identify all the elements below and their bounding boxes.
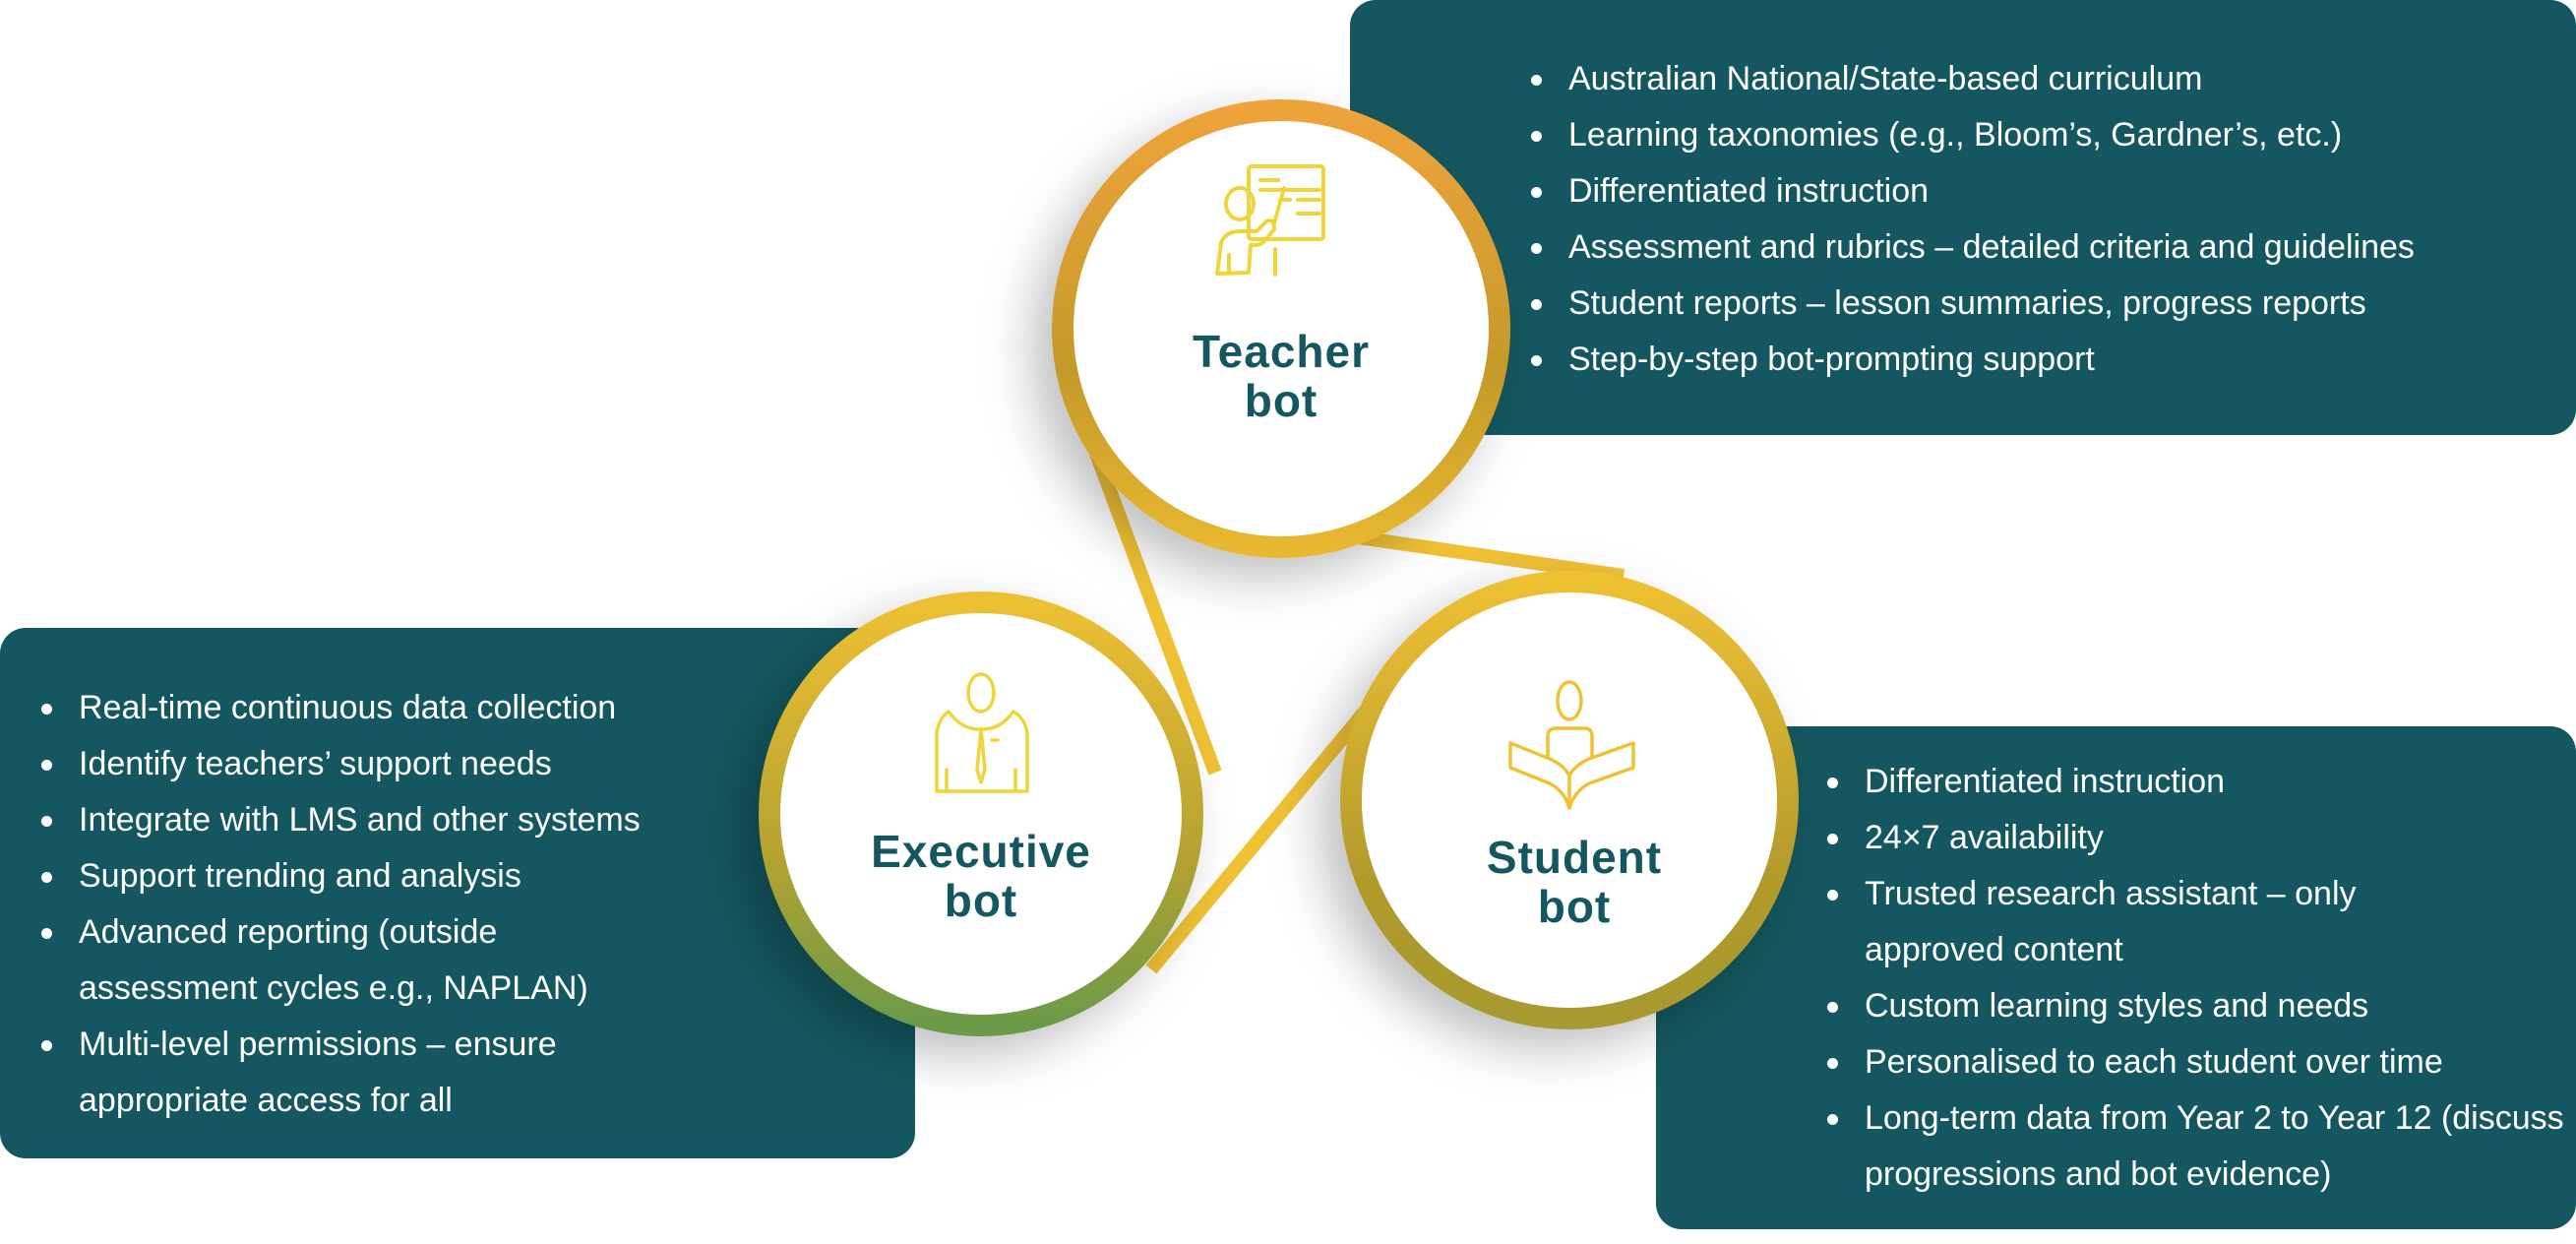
student-bot-title-line2: bot [1537,881,1612,932]
list-item: Identify teachers’ support needs [41,736,750,792]
list-item: Student reports – lesson summaries, prog… [1531,276,2415,332]
teacher-bot-circle [1052,99,1510,558]
list-item: Learning taxonomies (e.g., Bloom’s, Gard… [1531,107,2415,163]
teacher-at-board-icon [1215,164,1325,277]
executive-bot-panel [0,628,915,1158]
executive-bot-title-line2: bot [944,875,1018,926]
list-item: Differentiated instruction [1531,163,2415,219]
list-item: Long-term data from Year 2 to Year 12 (d… [1827,1090,2573,1203]
executive-bot-title: Executive bot [824,827,1138,925]
list-item: Support trending and analysis [41,848,750,904]
teacher-bot-title: Teacher bot [1124,327,1439,425]
list-item: Trusted research assistant – only approv… [1827,866,2425,978]
student-bot-panel [1656,726,2576,1229]
executive-bot-feature-list: Real-time continuous data collection Ide… [41,680,750,1129]
list-item: Australian National/State-based curricul… [1531,51,2415,107]
list-item: Advanced reporting (outside assessment c… [41,904,590,1017]
student-bot-title: Student bot [1417,833,1732,931]
list-item: Multi-level permissions – ensure appropr… [41,1017,630,1129]
list-item: Assessment and rubrics – detailed criter… [1531,219,2415,276]
student-reading-icon [1508,680,1635,810]
executive-bot-title-line1: Executive [871,826,1091,877]
executive-bot-circle [759,591,1203,1036]
list-item: Integrate with LMS and other systems [41,792,750,848]
list-item: Step-by-step bot-prompting support [1531,332,2415,388]
teacher-bot-feature-list: Australian National/State-based curricul… [1531,51,2415,388]
list-item: Real-time continuous data collection [41,680,750,736]
teacher-bot-title-line1: Teacher [1192,326,1371,377]
businessperson-icon [935,672,1029,793]
teacher-bot-panel [1350,0,2576,435]
list-item: Differentiated instruction [1827,754,2555,810]
student-bot-title-line1: Student [1486,832,1663,883]
list-item: 24×7 availability [1827,810,2555,866]
student-bot-feature-list: Differentiated instruction 24×7 availabi… [1827,754,2564,1203]
teacher-bot-title-line2: bot [1244,375,1319,426]
list-item: Custom learning styles and needs [1827,978,2555,1034]
list-item: Personalised to each student over time [1827,1034,2555,1090]
